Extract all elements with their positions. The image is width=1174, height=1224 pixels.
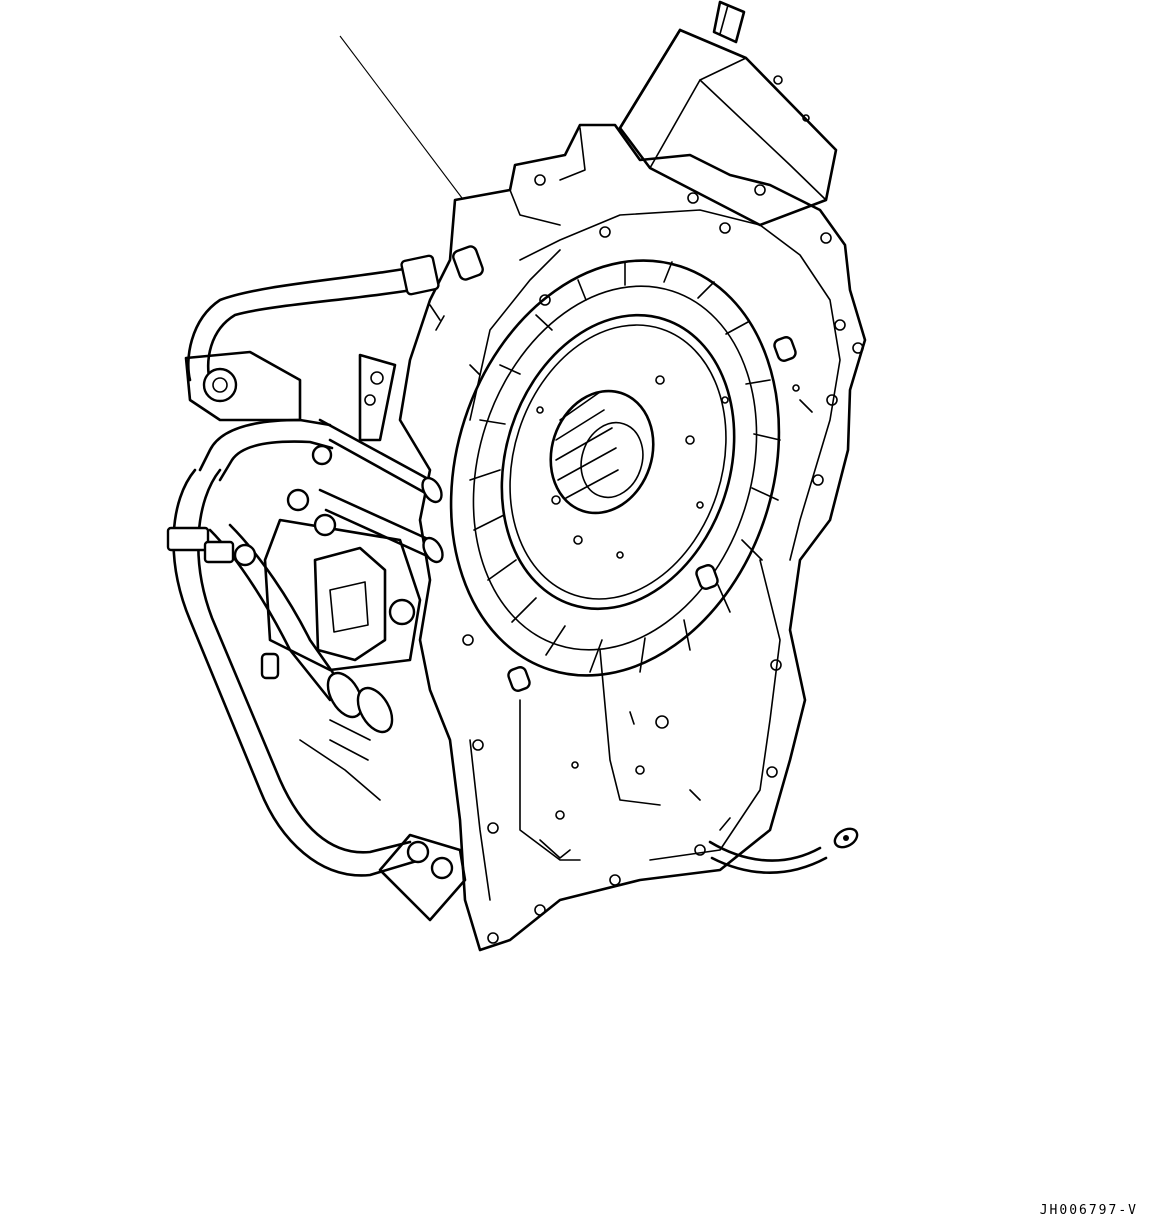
torque-converter (399, 218, 831, 719)
input-spline-hub (535, 378, 668, 527)
leader-line (340, 36, 462, 198)
filter-flange (235, 446, 420, 670)
pipe-stubs (320, 420, 446, 565)
lower-bracket (380, 835, 465, 920)
ground-wire (710, 825, 860, 873)
ring-gear-teeth (470, 262, 780, 672)
oil-cooler-pipes (168, 255, 446, 875)
casting-marks (430, 305, 812, 858)
mounting-studs (452, 245, 798, 693)
drawing-code: JH006797-V (1039, 1203, 1138, 1218)
hose-clamp (262, 654, 399, 800)
pump-housing (620, 2, 836, 225)
left-bracket (186, 352, 395, 440)
